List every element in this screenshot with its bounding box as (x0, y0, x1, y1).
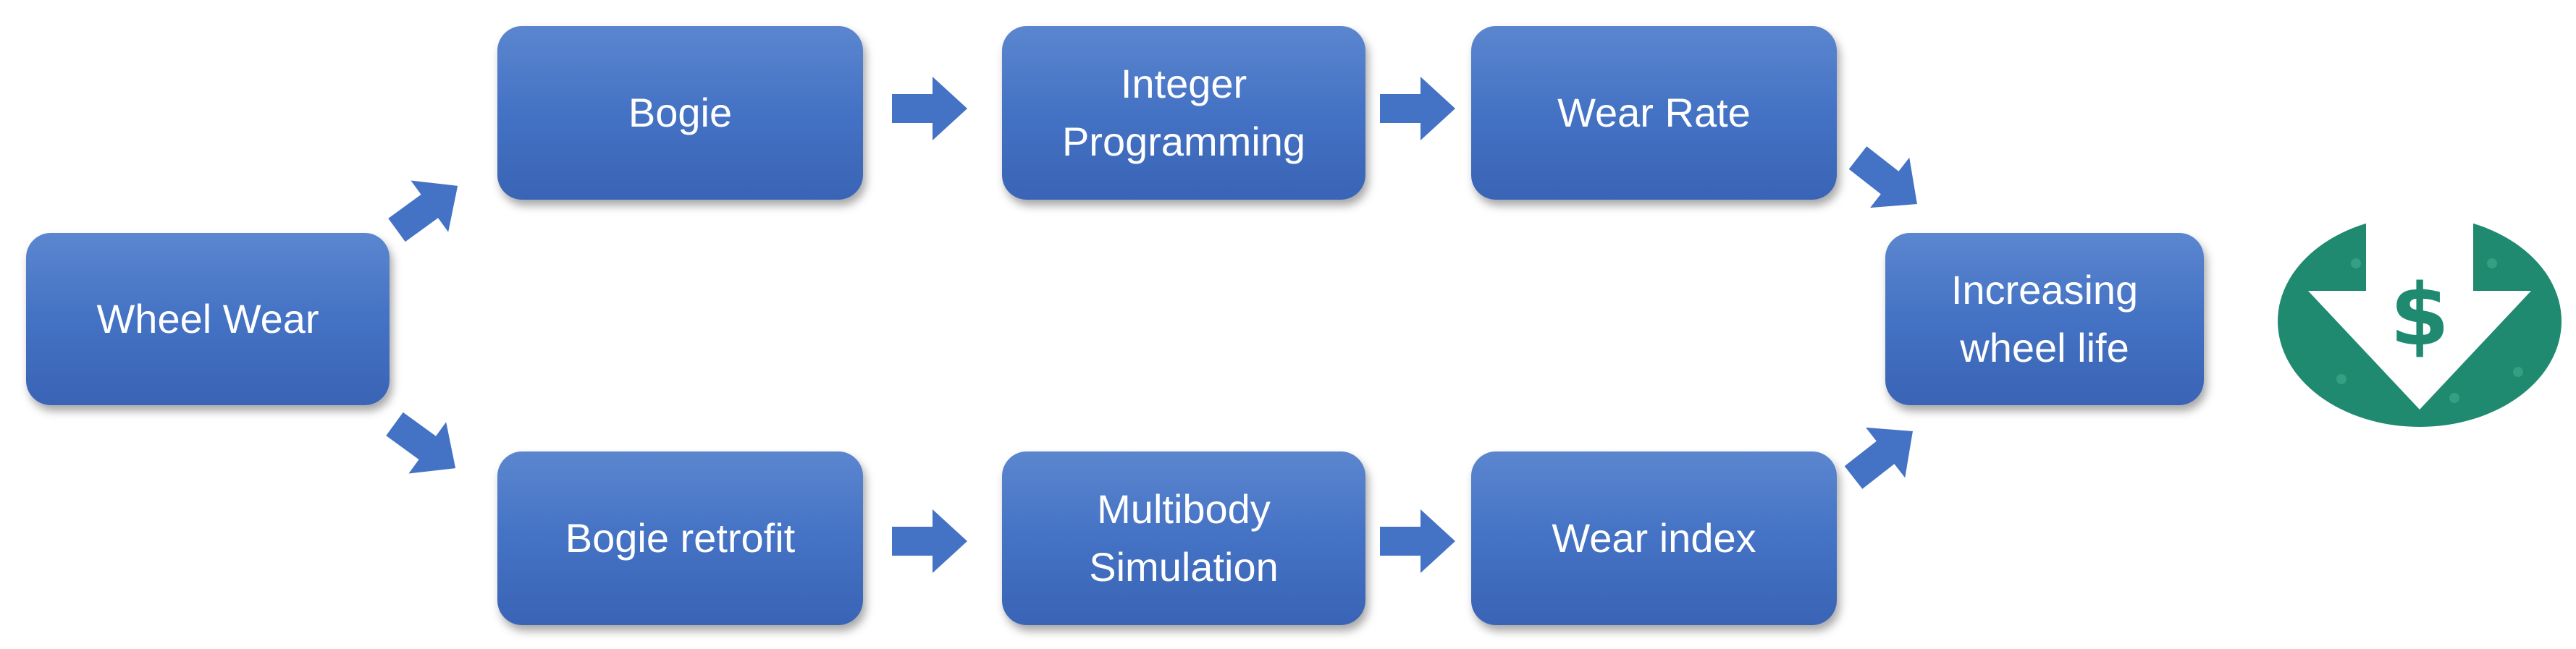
node-wear-index-label: Wear index (1552, 515, 1756, 561)
arrow-wheelwear-to-bogie (378, 160, 477, 256)
arrow-integer-programming-to-wear-rate (1380, 77, 1455, 140)
node-wheel-wear-label: Wheel Wear (96, 296, 319, 342)
arrow-wear-index-to-increasing-wheel-life (1833, 406, 1933, 503)
node-bogie-retrofit: Bogie retrofit (497, 451, 863, 625)
arrow-wear-rate-to-increasing-wheel-life (1838, 132, 1937, 229)
node-increasing-wheel-life: Increasing wheel life (1885, 233, 2204, 405)
arrow-bogie-to-integer-programming (892, 77, 967, 140)
node-multibody-simulation-label: Multibody Simulation (1089, 486, 1279, 590)
node-wear-rate-label: Wear Rate (1557, 90, 1751, 136)
node-bogie-retrofit-label: Bogie retrofit (565, 515, 796, 561)
node-bogie: Bogie (497, 26, 863, 200)
svg-text:$: $ (2390, 265, 2449, 365)
node-wear-rate: Wear Rate (1471, 26, 1837, 200)
arrow-multibody-to-wear-index (1380, 509, 1455, 573)
node-multibody-simulation: Multibody Simulation (1002, 451, 1365, 625)
node-increasing-wheel-life-label: Increasing wheel life (1950, 267, 2139, 370)
node-wheel-wear: Wheel Wear (26, 233, 390, 405)
node-wear-index: Wear index (1471, 451, 1837, 625)
node-bogie-label: Bogie (628, 90, 733, 136)
arrow-bogie-retrofit-to-multibody (892, 509, 967, 573)
arrow-wheelwear-to-bogie-retrofit (376, 398, 475, 494)
node-integer-programming: Integer Programming (1002, 26, 1365, 200)
node-integer-programming-label: Integer Programming (1061, 61, 1306, 164)
dollar-down-arrow-icon: $ (2278, 213, 2562, 427)
